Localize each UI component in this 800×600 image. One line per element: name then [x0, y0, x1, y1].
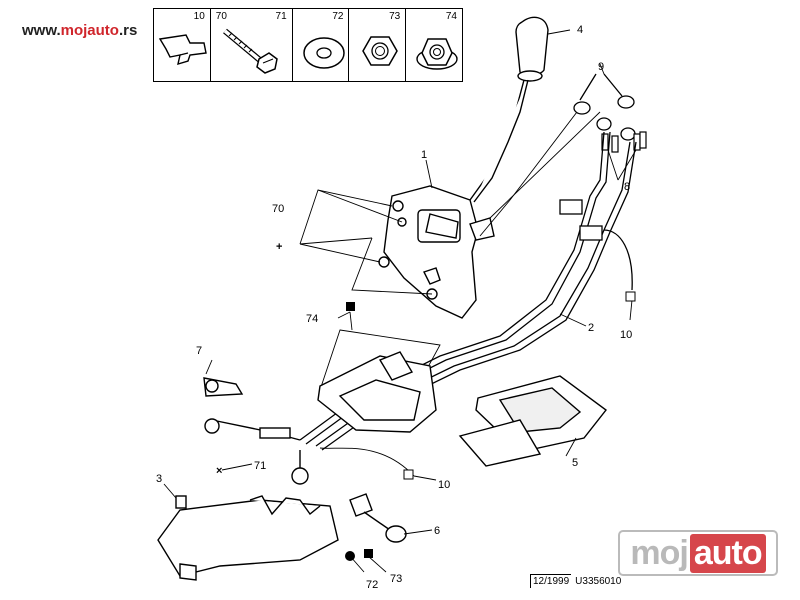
- watermark-url: www.mojauto.rs: [22, 22, 137, 39]
- selector-rod-part: [203, 377, 309, 485]
- drawing-code: U3356010: [575, 576, 622, 587]
- cable-bushings-part: [573, 73, 636, 141]
- clip-icon: [158, 34, 207, 66]
- legend-cell-washer: 72: [293, 9, 350, 81]
- callout-2: 2: [588, 322, 594, 334]
- marker-10b-symbol: [403, 469, 414, 480]
- clips-part: [601, 131, 647, 153]
- marker-70-symbol: +: [276, 241, 282, 253]
- callout-1: 1: [421, 149, 427, 161]
- link-rod-part: [349, 493, 407, 543]
- logo-part-1: moj: [630, 533, 688, 572]
- callout-6: 6: [434, 525, 440, 537]
- marker-10a-symbol: [625, 291, 636, 302]
- marker-symbols: + ×: [216, 241, 636, 561]
- callout-labels: 4 1 9 8 70 2 10 74 7 5 71 10 3 6 72 73: [156, 24, 632, 591]
- callout-7: 7: [196, 345, 202, 357]
- watermark-prefix: www.: [22, 22, 61, 39]
- callout-5: 5: [572, 457, 578, 469]
- legend-label-71: 71: [275, 11, 287, 22]
- callout-72: 72: [366, 579, 378, 591]
- legend-cell-clip: 10: [154, 9, 211, 81]
- nut-icon: [362, 36, 399, 66]
- legend-cell-bolt: 70 71: [211, 9, 293, 81]
- watermark-brand: mojauto: [60, 22, 119, 39]
- callout-3: 3: [156, 473, 162, 485]
- drawing-date: 12/1999: [530, 574, 572, 588]
- legend-label-10: 10: [193, 11, 205, 22]
- watermark-suffix: .rs: [118, 22, 138, 39]
- marker-71-symbol: ×: [216, 465, 222, 477]
- callout-8: 8: [624, 181, 630, 193]
- base-plate-part: [317, 351, 437, 433]
- logo-part-2: auto: [689, 533, 766, 573]
- callout-4: 4: [577, 24, 583, 36]
- callout-70: 70: [272, 203, 284, 215]
- flange-nut-icon: [416, 38, 458, 70]
- legend-label-73: 73: [389, 11, 401, 22]
- callout-9: 9: [598, 61, 604, 73]
- legend-label-72: 72: [332, 11, 344, 22]
- callout-73: 73: [390, 573, 402, 585]
- marker-73-symbol: [364, 549, 373, 558]
- bolt-icon: [222, 28, 278, 74]
- callout-71: 71: [254, 460, 266, 472]
- parts-legend: 10 70 71 72 73 74: [153, 8, 463, 82]
- marker-72-symbol: [345, 551, 355, 561]
- callout-74: 74: [306, 313, 318, 325]
- lever-housing-part: [378, 185, 495, 319]
- callout-10-bottom: 10: [438, 479, 450, 491]
- legend-cell-nut: 73: [349, 9, 407, 81]
- marker-74-symbol: [346, 302, 355, 311]
- gaiter-part: [458, 375, 607, 467]
- legend-label-70: 70: [215, 11, 227, 22]
- legend-label-74: 74: [445, 11, 457, 22]
- gear-knob-part: [469, 16, 549, 203]
- callout-10-top: 10: [620, 329, 632, 341]
- lower-bracket-part: [157, 495, 339, 581]
- legend-cell-flange-nut: 74: [406, 9, 462, 81]
- washer-icon: [302, 37, 345, 69]
- callout-leaders: [163, 29, 637, 573]
